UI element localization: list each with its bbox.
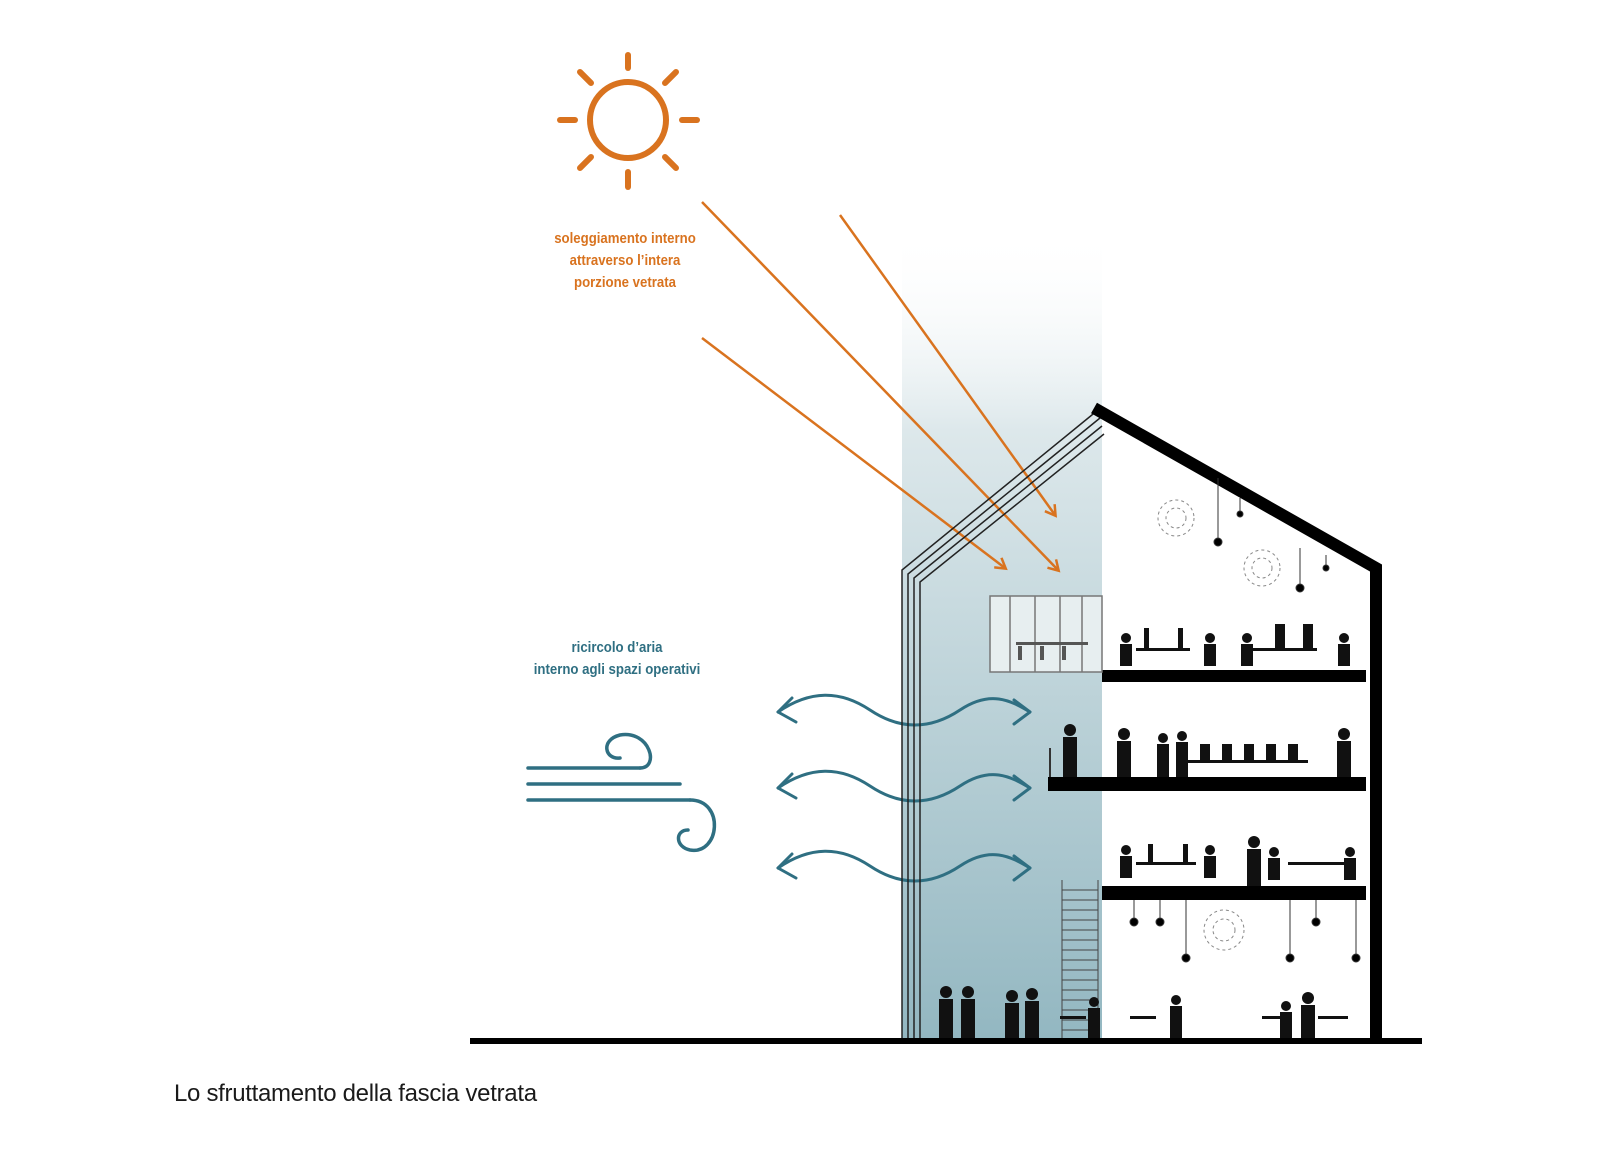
floor-slab — [1048, 777, 1366, 791]
roof — [1091, 402, 1382, 1040]
person-silhouette — [1268, 847, 1280, 880]
chandeliers — [1157, 499, 1281, 951]
air-label-line: interno agli spazi operativi — [533, 661, 701, 678]
people-silhouettes — [939, 624, 1356, 1038]
sun-label-line: soleggiamento interno — [554, 230, 696, 247]
person-silhouette — [1005, 990, 1019, 1038]
person-silhouette — [1088, 997, 1100, 1038]
air-flow-arrow — [776, 693, 1032, 727]
air-flow-arrows — [776, 693, 1032, 883]
person-silhouette — [1120, 845, 1132, 878]
sun-icon — [557, 52, 700, 190]
figure-caption: Lo sfruttamento della fascia vetrata — [174, 1080, 537, 1107]
air-label: ricircolo d’aria interno agli spazi oper… — [525, 637, 710, 681]
person-silhouette — [1204, 633, 1216, 666]
person-silhouette — [939, 986, 953, 1038]
person-silhouette — [1117, 728, 1131, 777]
person-silhouette — [1280, 1001, 1292, 1038]
floor-slab — [1102, 670, 1366, 682]
person-silhouette — [1344, 847, 1356, 880]
person-silhouette — [1204, 845, 1216, 878]
air-flow-arrow — [776, 769, 1032, 803]
person-silhouette — [1063, 724, 1077, 777]
sun-label-line: porzione vetrata — [574, 274, 676, 291]
person-silhouette — [1025, 988, 1039, 1038]
sun-ray-arrow — [838, 214, 1055, 515]
sun-label: soleggiamento interno attraverso l’inter… — [533, 228, 718, 294]
person-silhouette — [961, 986, 975, 1038]
person-silhouette — [1337, 728, 1351, 777]
air-label-line: ricircolo d’aria — [571, 639, 663, 656]
ground-line — [470, 1038, 1422, 1044]
building-section — [470, 402, 1422, 1044]
person-silhouette — [1120, 633, 1132, 666]
glass-meeting-room — [989, 595, 1103, 673]
person-silhouette — [1170, 995, 1182, 1038]
wind-icon — [526, 732, 717, 852]
person-silhouette — [1247, 836, 1261, 886]
person-silhouette — [1157, 733, 1169, 777]
person-silhouette — [1301, 992, 1315, 1038]
glazed-facade — [901, 409, 1105, 1040]
air-flow-arrow — [776, 849, 1032, 883]
person-silhouette — [1338, 633, 1350, 666]
sun-ray-arrow — [701, 337, 1005, 568]
person-silhouette — [1176, 731, 1188, 777]
pendant-lamps — [1129, 478, 1361, 963]
floor-slab — [1102, 886, 1366, 900]
person-silhouette — [1241, 633, 1253, 666]
sun-label-line: attraverso l’intera — [569, 252, 681, 269]
